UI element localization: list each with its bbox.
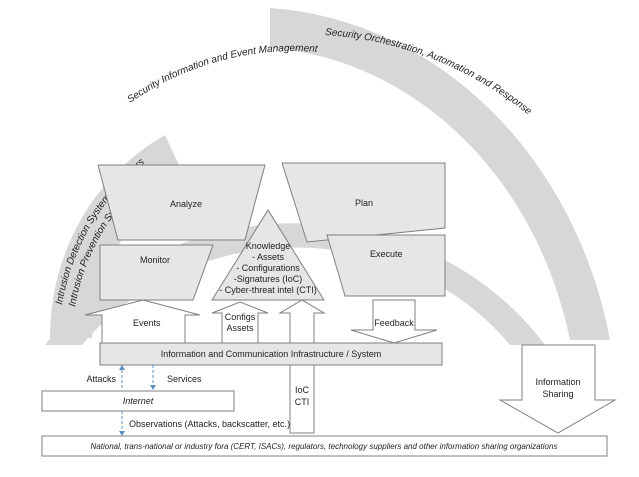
execute-box [326, 234, 446, 297]
observations-arrowhead [119, 431, 125, 436]
ioc-cti-arrow [278, 299, 326, 434]
events-arrow [84, 299, 201, 344]
monitor-label: Monitor [140, 255, 170, 265]
infrastructure-label: Information and Communication Infrastruc… [161, 349, 382, 359]
attacks-label: Attacks [86, 374, 116, 384]
services-arrowhead [150, 385, 156, 390]
configs-label-line1: Configs [225, 312, 256, 322]
configs-arrow [211, 301, 269, 344]
internet-label: Internet [123, 396, 154, 406]
plan-label: Plan [355, 198, 373, 208]
knowledge-item: - Assets [252, 252, 285, 262]
feedback-arrow [350, 299, 438, 344]
analyze-box [97, 164, 266, 241]
knowledge-item: - Cyber-threat intel (CTI) [219, 285, 317, 295]
ioc-label-line2: CTI [295, 397, 310, 407]
events-label: Events [133, 318, 161, 328]
knowledge-triangle [211, 209, 325, 301]
knowledge-item: -Signatures (IoC) [234, 274, 303, 284]
analyze-label: Analyze [170, 199, 202, 209]
attacks-arrowhead [119, 365, 125, 370]
infrastructure-bar [99, 342, 443, 366]
ioc-label-line1: IoC [295, 385, 310, 395]
siem-label: Security Information and Event Managemen… [125, 43, 319, 105]
feedback-label: Feedback [374, 318, 414, 328]
soar-arc-band [270, 8, 610, 340]
execute-label: Execute [370, 249, 403, 259]
fora-label: National, trans-national or industry for… [91, 442, 558, 451]
plan-box [281, 162, 446, 243]
configs-label-line2: Assets [226, 323, 254, 333]
observations-label: Observations (Attacks, backscatter, etc.… [129, 419, 290, 429]
services-label: Services [167, 374, 202, 384]
sharing-label-line1: Information [535, 377, 580, 387]
knowledge-title: Knowledge [246, 241, 291, 251]
knowledge-item: - Configurations [236, 263, 300, 273]
information-sharing-arrow [498, 344, 617, 434]
internet-box [41, 390, 235, 412]
monitor-box [99, 244, 214, 301]
sharing-label-line2: Sharing [542, 389, 573, 399]
fora-bar [41, 435, 608, 457]
